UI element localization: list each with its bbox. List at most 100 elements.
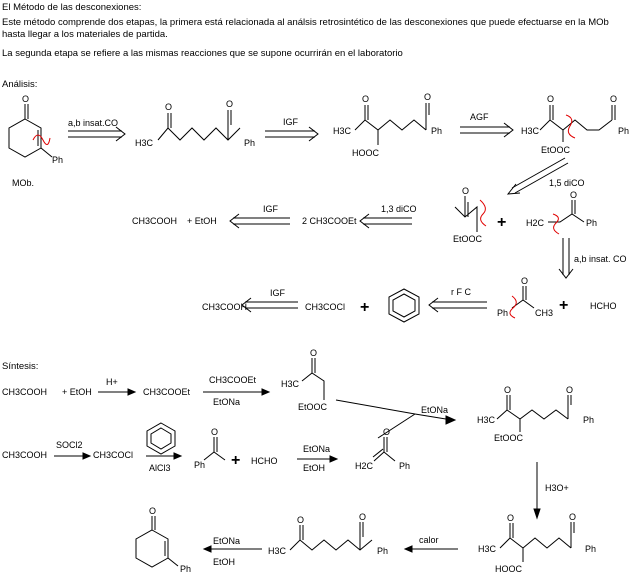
syn-acetophenone-ph: Ph [194,460,205,470]
retro-arrow-1-label: a,b insat.CO [68,118,118,128]
synthesis-label: Síntesis: [2,361,38,372]
syn-arrow-4 [146,452,183,460]
plus-3: + [360,299,369,316]
retro-arrow-6-label: IGF [263,204,279,214]
syn-arrow-5-below: EtOH [303,463,325,473]
header-title: El Método de las desconexiones: [2,2,141,13]
acetoacetate-etooc: EtOOC [453,234,483,244]
ketoacid-o2: O [424,92,431,102]
analysis-acetoacetate [454,196,487,232]
syn-vinylketone-ph: Ph [399,461,410,471]
syn-michael-reagent: EtONa [421,405,448,415]
retro-arrow-5-label: 1,3 diCO [381,204,417,214]
retro-arrow-7 [558,238,574,279]
diketone-o2: O [226,99,233,109]
syn-arrow-2 [203,388,271,396]
syn-arrow-3 [54,452,92,460]
retro-arrow-4-label: 1,5 diCO [549,178,585,188]
analysis-ch3cocl: CH3COCl [305,302,345,312]
enone-h2c: H2C [526,218,545,228]
syn-ch3cooh-1: CH3COOH [2,387,47,397]
syn-ketoacid-h3c: H3C [478,544,497,554]
analysis-benzene [388,288,420,323]
ketoacid-o1: O [362,94,369,104]
retro-arrow-3 [460,122,514,138]
syn-arrow-6 [533,462,541,520]
syn-vinylketone [372,437,396,462]
analysis-ketoacid [354,103,430,145]
diketone-o1: O [165,102,172,112]
syn-michael-arrow [335,399,457,439]
syn-diketone-o1: O [297,515,304,525]
analysis-label: Análisis: [2,79,37,90]
ketoacid-h3c: H3C [333,126,352,136]
retro-arrow-4 [506,157,569,195]
syn-h-plus: H+ [106,377,118,387]
syn-arrow-2-above: CH3COOEt [209,375,257,385]
syn-ketoacid-hooc: HOOC [495,564,523,574]
enone-ph: Ph [586,218,597,228]
analysis-acetophenone [509,286,535,319]
syn-h3o-plus: H3O+ [545,483,569,493]
syn-vinylketone-o: O [383,427,390,437]
diketone-ph: Ph [244,138,255,148]
acetophenone-o: O [521,276,528,286]
retro-arrow-7-label: a,b insat. CO [574,254,627,264]
retro-arrow-8 [428,297,487,313]
syn-adduct-h3c: H3C [477,415,496,425]
syn-arrow-7 [403,545,458,553]
retro-arrow-2-label: IGF [283,117,299,127]
syn-ketoacid-o1: O [507,513,514,523]
ketoacid-hooc: HOOC [352,148,380,158]
syn-arrow-5-above: EtONa [303,444,330,454]
syn-acetophenone-o: O [211,427,218,437]
analysis-diketone [157,110,241,141]
syn-vinylketone-h2c: H2C [355,461,374,471]
ketoester-ph: Ph [618,126,629,136]
syn-diketone-ph: Ph [377,546,388,556]
retro-arrow-5 [359,213,412,229]
syn-acetophenone [203,437,226,461]
analysis-ch3cooh-1: CH3COOH [132,216,177,226]
retro-arrow-6 [229,213,290,229]
header-line-2: hasta llegar a los materiales de partida… [2,29,168,40]
syn-ch3cooet: CH3COOEt [143,387,191,397]
retro-arrow-9-label: IGF [270,288,286,298]
header-line-1: Este método comprende dos etapas, la pri… [2,17,609,28]
acetoacetate-o: O [462,186,469,196]
syn-adduct [496,395,572,432]
syn-ketoacid-o2: O [569,512,576,522]
syn-ketoester [301,358,325,400]
syn-calor: calor [419,535,439,545]
retro-arrow-9 [241,297,298,313]
syn-final-ph: Ph [180,564,191,574]
syn-ketoacid [499,522,575,562]
two-ch3cooet: 2 CH3COOEt [302,216,357,226]
syn-final-product [135,516,179,568]
syn-hcho: HCHO [251,456,278,466]
analysis-ketoester [539,105,616,142]
ketoester-etooc: EtOOC [541,145,571,155]
plus-1: + [497,214,506,231]
enone-o: O [570,190,577,200]
syn-alcl3: AlCl3 [149,463,171,473]
target-molecule [8,104,53,158]
retro-arrow-1 [68,126,126,142]
retro-arrow-2 [265,126,319,142]
ketoester-o1: O [547,94,554,104]
retro-arrow-3-label: AGF [470,112,489,122]
target-ph: Ph [52,155,63,165]
syn-ch3cooh-2: CH3COOH [2,450,47,460]
mob-label: MOb. [12,178,34,188]
syn-adduct-o2: O [566,385,573,395]
analysis-hcho: HCHO [590,301,617,311]
syn-diketone-h3c: H3C [268,546,287,556]
syn-socl2: SOCl2 [56,440,83,450]
acetophenone-ch3: CH3 [535,308,553,318]
analysis-etoh: + EtOH [187,216,217,226]
syn-ketoester-o: O [310,348,317,358]
syn-ketoacid-ph: Ph [585,544,596,554]
target-o: O [22,94,29,104]
analysis-ch3cooh-2: CH3COOH [202,302,247,312]
